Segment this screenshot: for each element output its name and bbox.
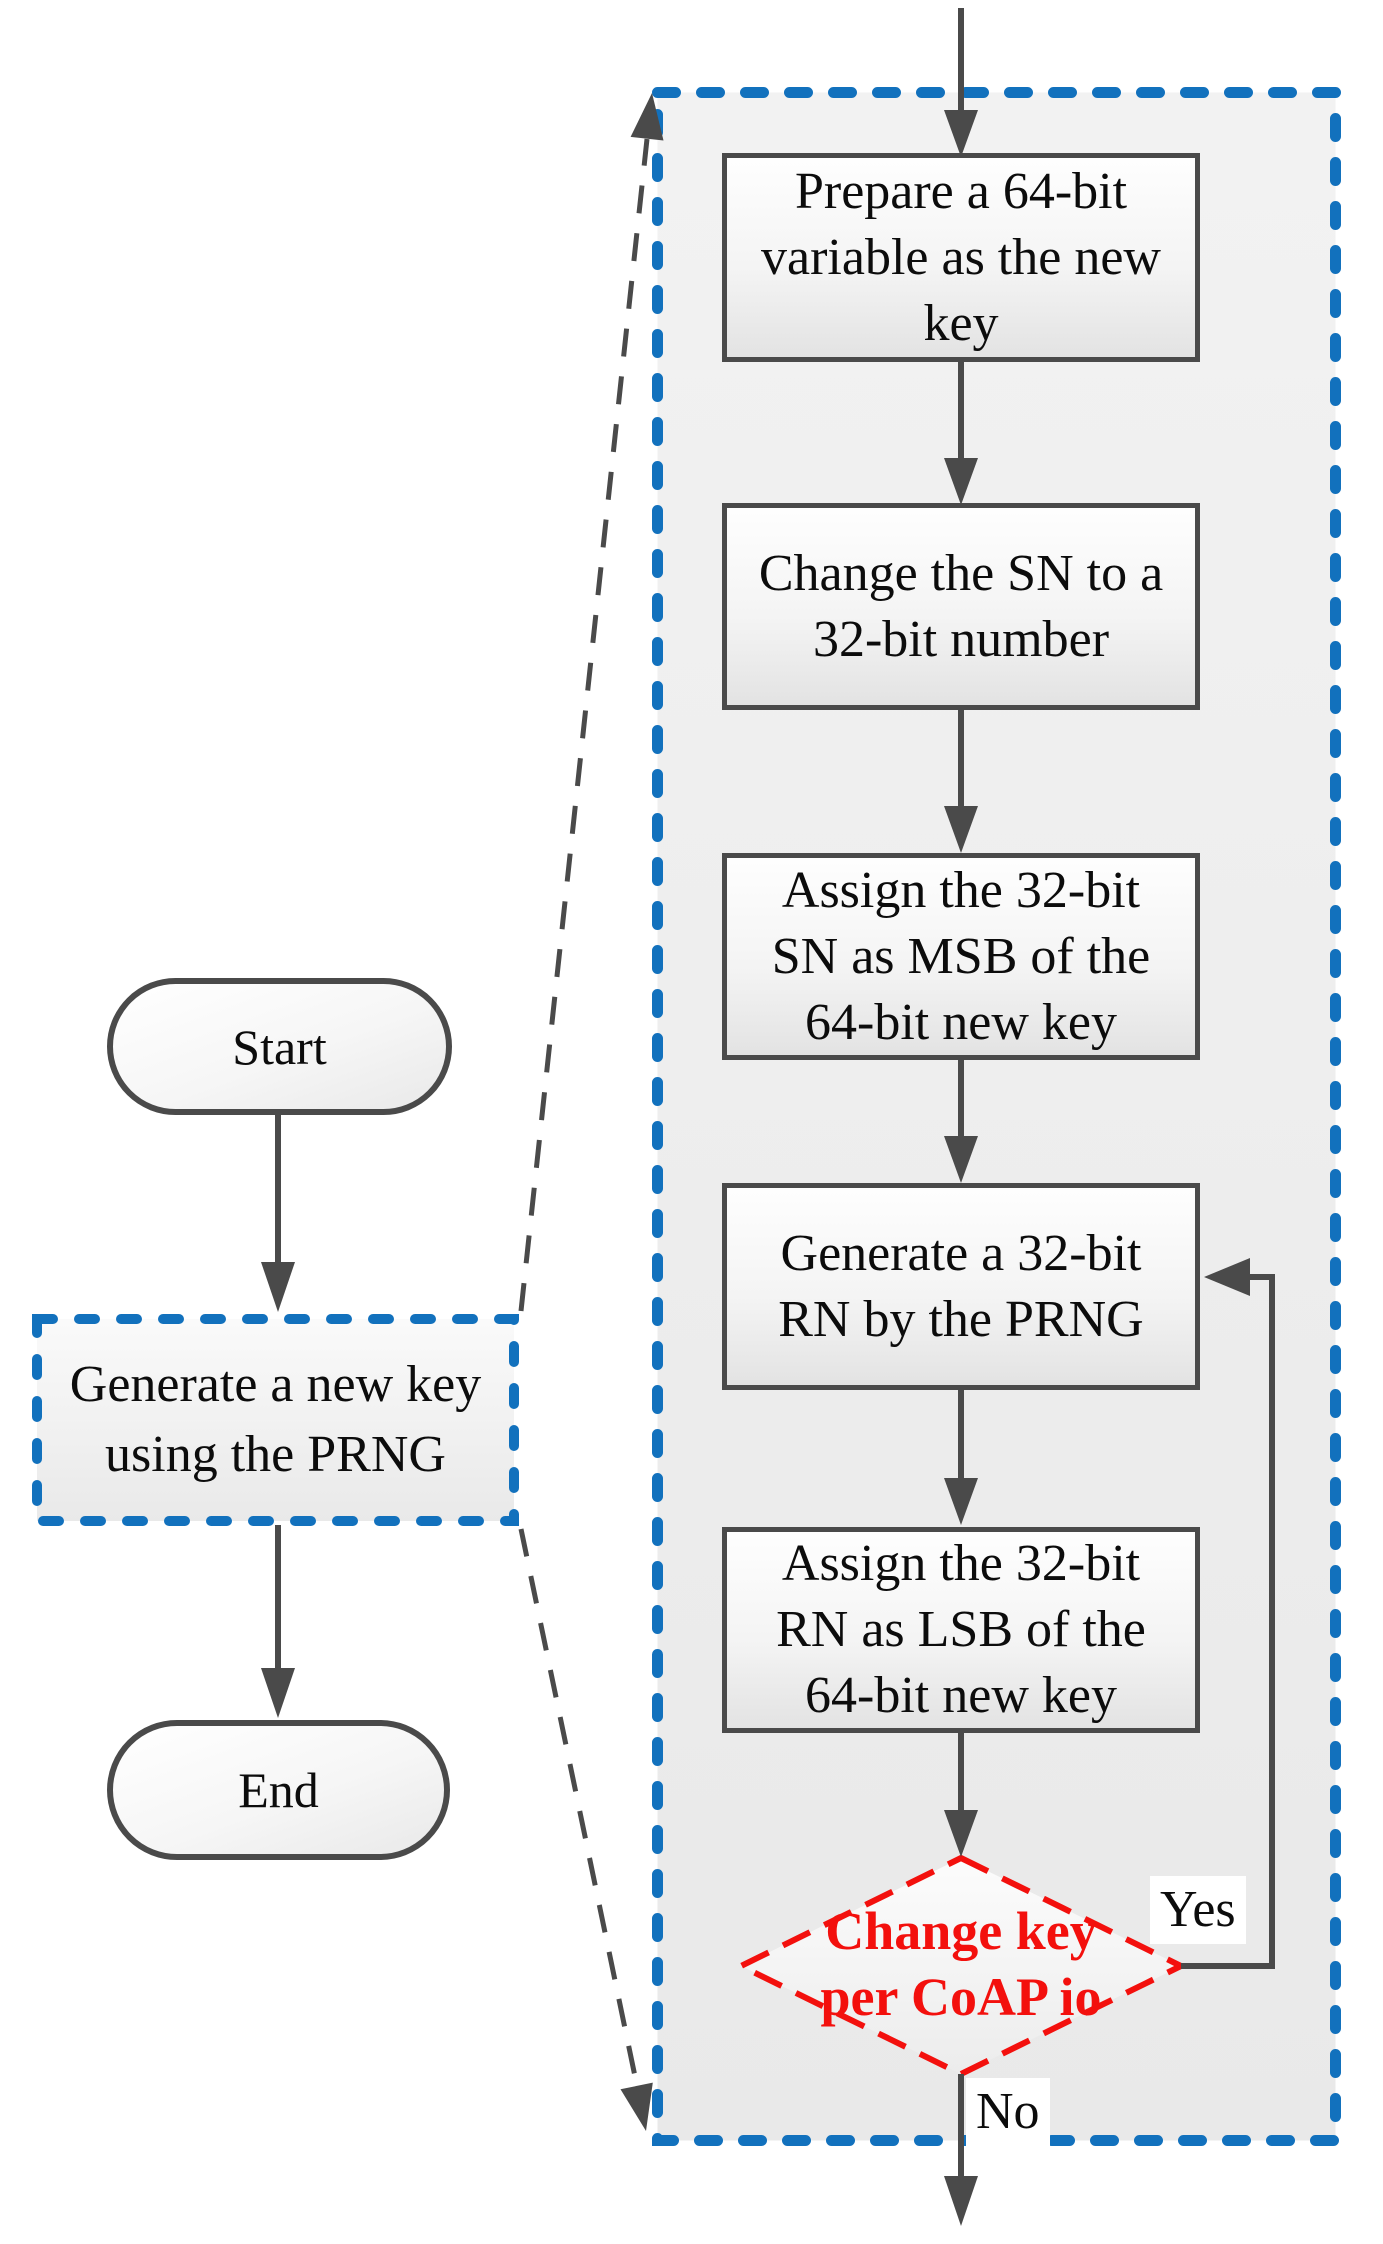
no-branch-label: No — [966, 2078, 1050, 2146]
decision-label: Change key per CoAP io — [820, 1901, 1102, 2027]
flow-arrow-no-exit — [944, 2074, 978, 2226]
generate-key-process-box: Generate a new key using the PRNG — [33, 1315, 518, 1525]
flow-arrow-step4-step5 — [944, 1386, 978, 1525]
flow-arrow-step2-step3 — [944, 706, 978, 853]
generate-key-process-label: Generate a new key using the PRNG — [69, 1356, 482, 1483]
generate-key-dashed-box — [32, 1314, 519, 1526]
step-assign-lsb-label: Assign the 32-bit RN as LSB of the 64-bi… — [776, 1535, 1146, 1724]
start-label: Start — [232, 1018, 327, 1075]
step-change-sn-label: Change the SN to a 32-bit number — [758, 544, 1164, 668]
flow-arrow-start-process — [261, 1115, 295, 1312]
expansion-dashed-line-bottom — [518, 1528, 653, 2131]
step-change-sn-box: Change the SN to a 32-bit number — [722, 503, 1200, 710]
flow-arrow-step1-step2 — [944, 358, 978, 505]
end-terminator: End — [107, 1720, 450, 1860]
flow-arrow-process-end — [261, 1525, 295, 1718]
flow-arrow-entry — [944, 8, 978, 157]
end-label: End — [238, 1762, 319, 1818]
yes-branch-label: Yes — [1150, 1876, 1246, 1944]
step-assign-msb-box: Assign the 32-bit SN as MSB of the 64-bi… — [722, 853, 1200, 1060]
flow-arrow-step5-decision — [944, 1729, 978, 1857]
decision-change-key-diamond — [734, 1854, 1188, 2078]
expansion-dashed-line-top — [518, 93, 664, 1312]
step-assign-lsb-box: Assign the 32-bit RN as LSB of the 64-bi… — [722, 1527, 1200, 1733]
step-prepare-key-box: Prepare a 64-bit variable as the new key — [722, 153, 1200, 362]
step-assign-msb-label: Assign the 32-bit SN as MSB of the 64-bi… — [771, 861, 1151, 1051]
detail-group-container — [652, 87, 1341, 2146]
start-terminator: Start — [107, 978, 452, 1115]
flow-arrow-step3-step4 — [944, 1056, 978, 1183]
step-generate-rn-box: Generate a 32-bit RN by the PRNG — [722, 1183, 1200, 1390]
flow-arrow-yes-loop — [1181, 1258, 1275, 1969]
step-generate-rn-label: Generate a 32-bit RN by the PRNG — [778, 1224, 1144, 1348]
step-prepare-key-label: Prepare a 64-bit variable as the new key — [761, 162, 1161, 352]
